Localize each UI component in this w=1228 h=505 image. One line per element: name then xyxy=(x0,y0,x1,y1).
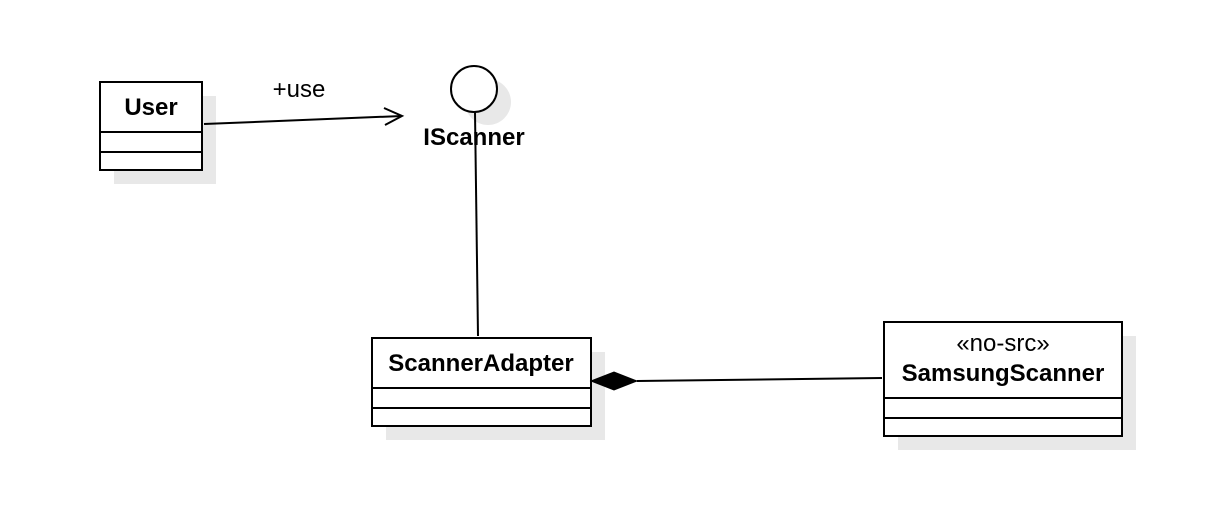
interface-iscanner-circle xyxy=(450,65,498,113)
class-samsung-scanner[interactable]: «no-src» SamsungScanner xyxy=(883,321,1136,450)
class-samsung-scanner-stereotype: «no-src» xyxy=(956,330,1049,357)
relation-realization-line xyxy=(474,111,479,337)
interface-iscanner[interactable]: IScanner xyxy=(423,65,525,151)
interface-iscanner-name: IScanner xyxy=(423,124,524,151)
relation-composition-line xyxy=(636,377,883,382)
relation-use-line xyxy=(203,115,403,125)
relation-use-label: +use xyxy=(273,76,326,103)
class-user[interactable]: User xyxy=(99,81,216,184)
relation-use-dependency[interactable]: +use xyxy=(203,76,405,126)
relation-composition[interactable] xyxy=(589,371,883,391)
open-arrowhead-icon xyxy=(383,107,405,126)
class-scanner-adapter[interactable]: ScannerAdapter xyxy=(371,337,605,440)
relation-realization[interactable] xyxy=(474,111,479,337)
class-user-name: User xyxy=(124,94,177,121)
class-user-box xyxy=(99,81,203,171)
class-scanner-adapter-box xyxy=(371,337,592,427)
composition-diamond-icon xyxy=(589,371,639,391)
class-samsung-scanner-name: SamsungScanner xyxy=(902,360,1105,387)
class-scanner-adapter-name: ScannerAdapter xyxy=(388,350,573,377)
